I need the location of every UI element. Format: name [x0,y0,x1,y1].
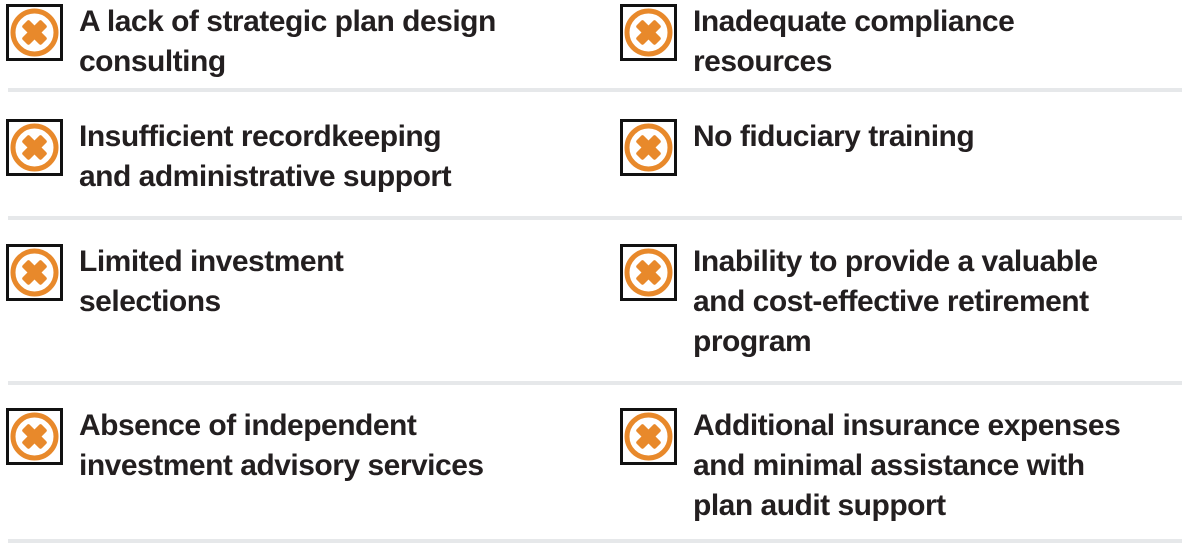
x-circle-icon [6,119,63,176]
x-circle-icon [6,4,63,61]
list-item-text: Inability to provide a valuable and cost… [693,245,1098,358]
x-circle-icon [6,408,63,465]
x-circle-icon [620,4,677,61]
list-item: Limited investment selections [0,242,593,362]
list-item: No fiduciary training [593,117,1186,197]
row-divider [8,539,1182,543]
list-item-text: Additional insurance expenses and minima… [693,409,1121,522]
list-item: A lack of strategic plan design consulti… [0,2,593,82]
list-item-text: Insufficient recordkeeping and administr… [79,120,452,193]
x-circle-icon [620,244,677,301]
list-row: Absence of independent investment adviso… [0,385,1186,539]
x-circle-icon [620,119,677,176]
list-item-text: Limited investment selections [79,245,344,318]
row-divider [8,216,1182,220]
row-divider [8,381,1182,385]
x-circle-icon [6,244,63,301]
list-row: Insufficient recordkeeping and administr… [0,92,1186,216]
row-divider [8,88,1182,92]
list-item: Inadequate compliance resources [593,2,1186,82]
list-row: Limited investment selections Inability … [0,220,1186,381]
list-item: Absence of independent investment adviso… [0,406,593,526]
list-item-text: A lack of strategic plan design consulti… [79,5,496,78]
list-row: A lack of strategic plan design consulti… [0,0,1186,88]
list-item-text: Absence of independent investment adviso… [79,409,484,482]
list-item: Inability to provide a valuable and cost… [593,242,1186,362]
list-item: Insufficient recordkeeping and administr… [0,117,593,197]
list-item-text: No fiduciary training [693,120,975,153]
x-circle-icon [620,408,677,465]
list-item: Additional insurance expenses and minima… [593,406,1186,526]
list-item-text: Inadequate compliance resources [693,5,1015,78]
